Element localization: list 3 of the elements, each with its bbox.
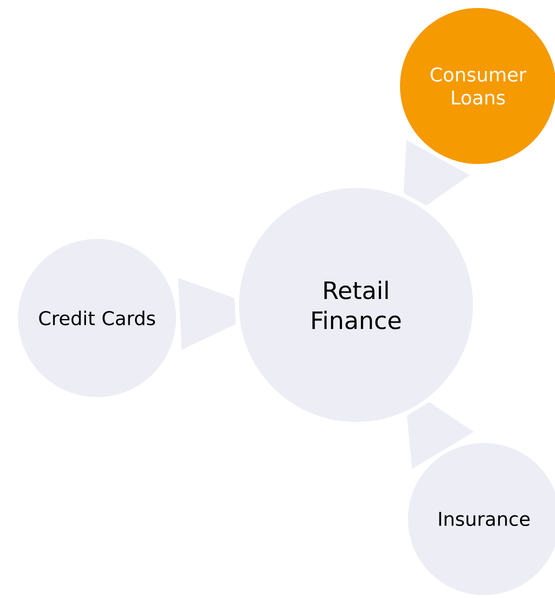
circle-node: Credit Cards (18, 239, 176, 397)
circle-node: Retail Finance (239, 188, 473, 422)
wedge-connector (404, 140, 470, 206)
